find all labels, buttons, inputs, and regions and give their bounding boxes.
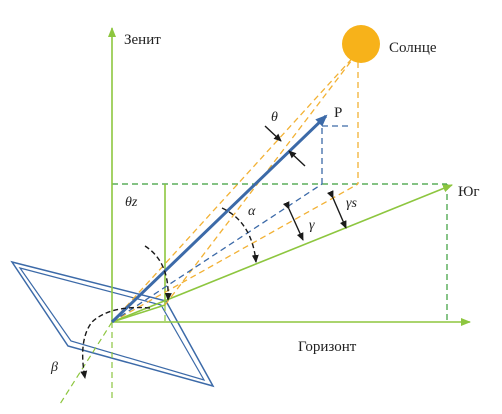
gamma-s-arrow (327, 190, 347, 229)
gamma-label: γ (309, 218, 315, 233)
alpha-label: α (248, 204, 256, 219)
orange-dashed-lines (111, 51, 359, 323)
theta-arrow-left (264, 125, 282, 142)
gamma-arrow (282, 201, 304, 241)
horizon-label: Горизонт (298, 339, 357, 355)
beta-arc (80, 306, 151, 379)
angle-markers (80, 125, 347, 379)
zenith-label: Зенит (124, 32, 161, 48)
gamma-s-label: γs (346, 196, 358, 211)
point-label: P (334, 105, 342, 121)
theta-z-arc (144, 245, 172, 301)
green-dashed-lines (112, 183, 448, 322)
panel-ground-line (111, 304, 166, 323)
beta-label: β (50, 360, 58, 375)
sun-label: Солнце (389, 40, 437, 56)
solar-panel (10, 260, 215, 388)
sun-icon (342, 25, 380, 63)
theta-arrow-right (288, 150, 306, 167)
alpha-arc (221, 207, 259, 263)
south-label: Юг (458, 184, 480, 200)
south-axis (111, 184, 453, 323)
light-green-dashed-lines (59, 305, 166, 405)
axes (108, 27, 471, 326)
theta-z-label: θz (125, 195, 138, 210)
theta-label: θ (271, 110, 278, 125)
